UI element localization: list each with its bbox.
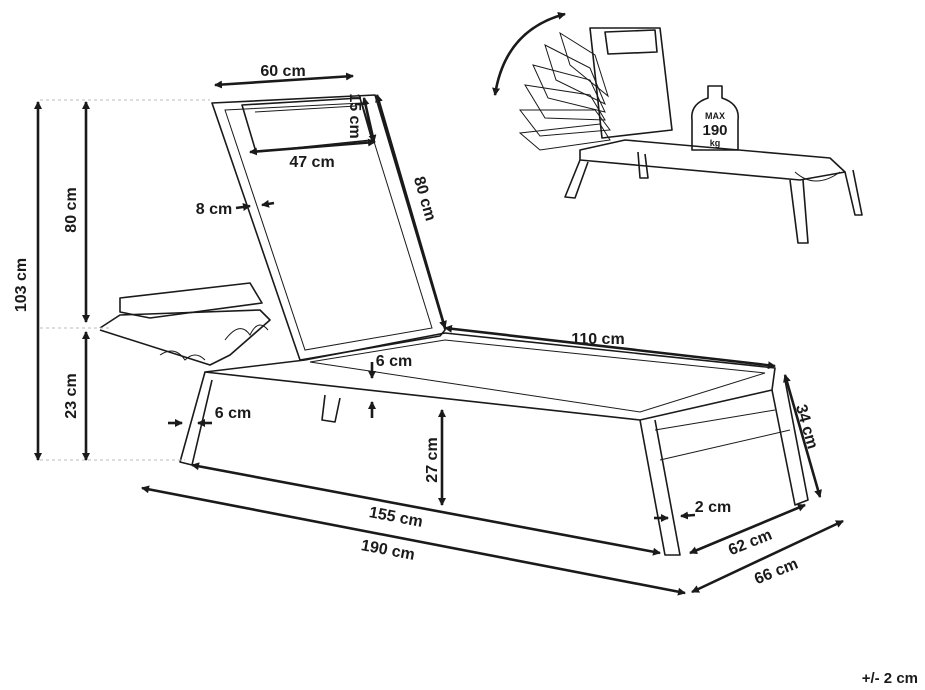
label-side-gap: 2 cm [695,499,731,516]
weight-icon [691,85,739,151]
label-backrest-length: 80 cm [410,175,439,223]
label-leg-thickness: 6 cm [215,405,251,422]
leg-front-right [639,419,681,556]
dim-line-190 [141,485,686,596]
recline-inset: MAX 190 kg [492,11,863,244]
tray-hinge [159,350,206,361]
dim-line-2b [680,511,696,520]
height-guides [40,99,210,461]
inset-leg-3 [844,169,863,216]
tolerance-note: +/- 2 cm [862,670,918,687]
label-total-length: 190 cm [360,537,416,564]
tray-cushion [119,282,263,319]
label-inner-width: 62 cm [726,526,774,559]
dim-line-8a [235,203,251,211]
label-frame-thickness: 8 cm [196,201,232,218]
label-seat-thickness: 6 cm [376,353,412,370]
label-seat-height-total: 23 cm [63,373,80,418]
lounger-main-drawing [99,94,809,556]
dim-line-47 [249,138,376,156]
badge-value: 190 [702,122,727,139]
side-tray [99,309,271,366]
weight-badge: MAX 190 kg [691,85,739,151]
backrest-fabric [224,102,433,351]
label-headrest-inner-width: 47 cm [289,154,334,171]
dim-line-15 [361,97,377,143]
seat-frame [204,332,776,421]
label-headrest-width: 60 cm [260,63,305,80]
dimension-arrows [34,72,844,596]
seat-fabric [309,339,766,413]
badge-unit: kg [710,138,721,148]
label-backrest-height: 80 cm [63,187,80,232]
dim-line-34 [783,374,822,498]
dim-line-110 [444,324,776,370]
label-seat-height: 27 cm [424,437,441,482]
inset-leg-4 [637,151,649,179]
dim-line-backrest-80 [375,94,447,329]
dim-line-66 [691,519,844,594]
label-foot-height: 34 cm [792,403,821,451]
label-headrest-height: 15 cm [346,93,363,138]
inset-leg-1 [564,159,589,199]
recline-positions [518,31,611,151]
leg-middle [321,394,341,423]
leg-front-left [179,371,213,466]
inset-headrest [604,29,658,55]
label-total-height: 103 cm [13,258,30,312]
dim-line-60 [214,72,354,89]
label-seat-length: 110 cm [571,331,624,348]
backrest-frame [211,94,446,361]
badge-top-label: MAX [705,111,725,121]
inset-leg-2 [789,179,809,244]
inset-backrest [589,27,673,139]
dimension-labels: 60 cm 15 cm 47 cm 8 cm 80 cm 103 cm 80 c… [13,63,918,687]
recline-arrow [492,11,566,96]
dim-line-8b [261,199,275,208]
